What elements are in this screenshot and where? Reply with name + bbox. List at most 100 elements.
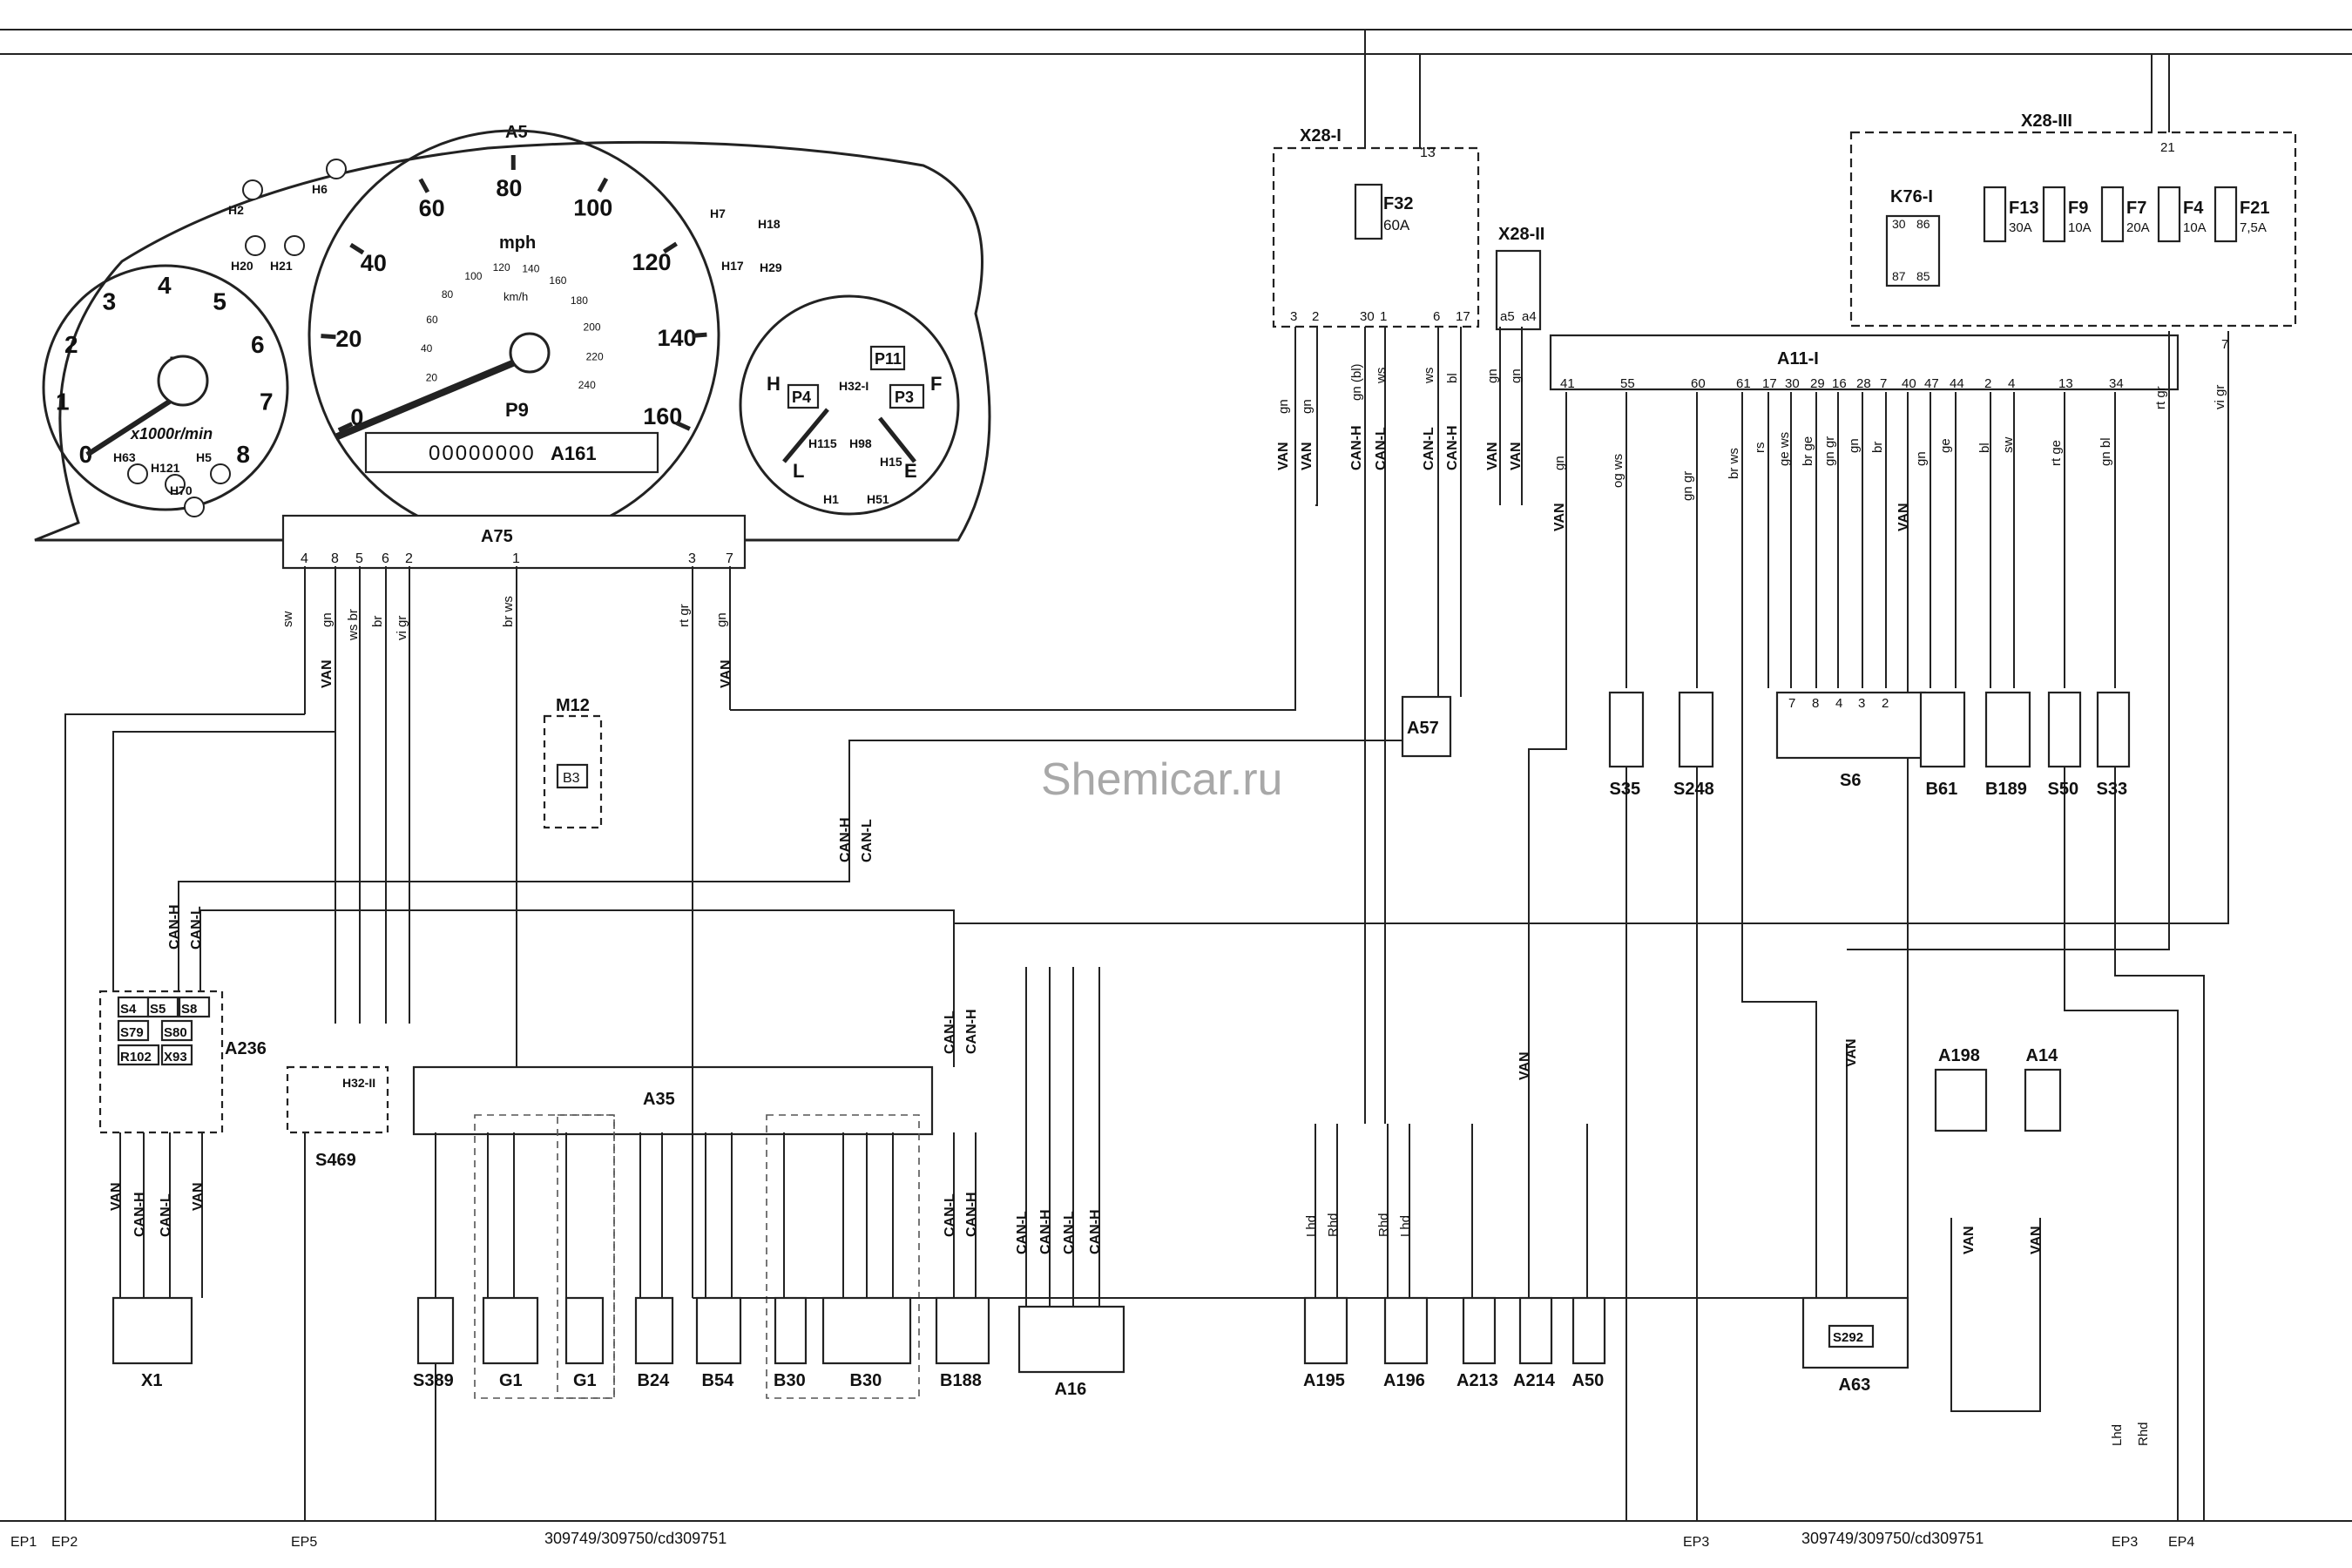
wire-color-label: rt gr	[2153, 386, 2168, 409]
hand-drive-label: Rhd	[2136, 1422, 2151, 1446]
a11-pin-40: 40	[1902, 376, 1916, 391]
kmh-tick-140: 140	[522, 262, 539, 274]
a198-wire	[1950, 1218, 2041, 1412]
a236-module-label: X93	[164, 1050, 187, 1064]
speed-unit-kmh: km/h	[504, 290, 528, 303]
van-wire	[730, 327, 1296, 711]
lamp-h21: H21	[270, 259, 293, 273]
wire-color-label: gn	[714, 612, 729, 627]
wire-color-label: sw	[280, 612, 295, 628]
tacho-tick-5: 5	[213, 287, 226, 314]
fuse-f4	[2157, 186, 2181, 243]
odometer-a161	[364, 431, 659, 474]
kmh-tick-40: 40	[421, 342, 433, 355]
bus-label: CAN-L	[860, 819, 875, 862]
wire-color-label: sw	[2001, 437, 2016, 454]
gauge-f: F	[930, 373, 942, 395]
odometer-id: A161	[551, 443, 597, 464]
component-label: A213	[1456, 1371, 1498, 1390]
a236-module-x93	[160, 1044, 193, 1066]
component-label: A16	[1055, 1380, 1087, 1399]
wire-color-label: gn (bl)	[1349, 363, 1364, 401]
kmh-tick-220: 220	[586, 350, 604, 362]
wire-color-label: bl	[1977, 443, 1992, 453]
component-a214	[1518, 1296, 1553, 1365]
wire-color-label: gn gr	[1680, 471, 1695, 501]
gauge-e: E	[904, 460, 917, 482]
x28i-pin-3: 3	[1290, 309, 1297, 324]
a11-pin-4: 4	[2008, 376, 2015, 391]
a11-pin-61: 61	[1736, 376, 1751, 391]
a236-module-s79	[117, 1019, 150, 1042]
a75-pin-5: 5	[355, 551, 363, 566]
component-label: S6	[1840, 771, 1861, 790]
lamp-h5: H5	[196, 450, 212, 464]
fuse-f9-id: F9	[2068, 199, 2088, 218]
component-a196	[1383, 1296, 1429, 1365]
bus-label: CAN-L	[1062, 1211, 1077, 1254]
vi-gr-long	[954, 331, 2229, 924]
component-label: A50	[1572, 1371, 1605, 1390]
module-a35	[412, 1065, 934, 1136]
lamp-h7: H7	[710, 206, 726, 220]
can-l	[199, 909, 955, 1067]
mph-tick-40: 40	[361, 250, 387, 276]
f32-label: F32	[1383, 194, 1413, 213]
ground-ep1: EP1	[10, 1535, 37, 1550]
a236-module-label: S5	[150, 1002, 166, 1017]
s6-pin: 4	[1835, 696, 1842, 711]
fuse-f7-id: F7	[2126, 199, 2146, 218]
gauge-l: L	[793, 460, 804, 482]
kmh-tick-120: 120	[493, 261, 510, 274]
mph-tick-160: 160	[643, 403, 682, 429]
kmh-tick-200: 200	[584, 321, 601, 334]
component-label: B24	[638, 1371, 671, 1390]
s6-pin: 8	[1812, 696, 1819, 711]
mph-tick-140: 140	[658, 325, 697, 351]
gauge-p11: P11	[875, 350, 902, 368]
a236-module-s5	[146, 996, 179, 1018]
bus-label: VAN	[1552, 503, 1567, 531]
bus-label: CAN-H	[132, 1192, 147, 1237]
speedo-major-tick	[321, 334, 336, 340]
s6-pin: 2	[1882, 696, 1889, 711]
bus-label: CAN-H	[838, 817, 853, 862]
wire-color-label: rs	[1753, 443, 1767, 454]
footer-left: 309749/309750/cd309751	[544, 1530, 727, 1547]
component-b30	[774, 1296, 808, 1365]
wire-color-label: vi gr	[2213, 385, 2227, 409]
component-s248	[1678, 691, 1714, 768]
s6-pin: 7	[1788, 696, 1795, 711]
speedo-id: P9	[505, 399, 529, 421]
a236-module-r102	[117, 1044, 160, 1066]
wire-color-label: ge	[1938, 438, 1953, 453]
lamp-h6: H6	[312, 182, 328, 196]
a11-pin-44: 44	[1950, 376, 1964, 391]
component-s35	[1608, 691, 1645, 768]
bus-label: CAN-H	[964, 1009, 979, 1054]
lamp-h115: H115	[808, 436, 837, 450]
fuse-f21-id: F21	[2240, 199, 2269, 218]
a75-pin-3: 3	[688, 551, 696, 566]
x28i-pin-17: 17	[1456, 309, 1470, 324]
bus-label: VAN	[1485, 442, 1500, 470]
x28ii-label: X28-II	[1498, 225, 1544, 244]
bus-label: VAN	[2029, 1226, 2044, 1254]
k76-label: K76-I	[1890, 187, 1933, 206]
tacho-tick-8: 8	[236, 441, 250, 468]
mph-tick-60: 60	[419, 195, 445, 221]
a75-pin-2: 2	[405, 551, 413, 566]
wire-color-label: br ge	[1801, 436, 1815, 466]
a75-pin-4: 4	[301, 551, 308, 566]
van-2	[1315, 327, 1318, 506]
component-label: B189	[1985, 780, 2027, 799]
a11-pin-17: 17	[1762, 376, 1777, 391]
a63-inner: S292	[1833, 1330, 1863, 1345]
bus-label: CAN-H	[167, 904, 182, 950]
